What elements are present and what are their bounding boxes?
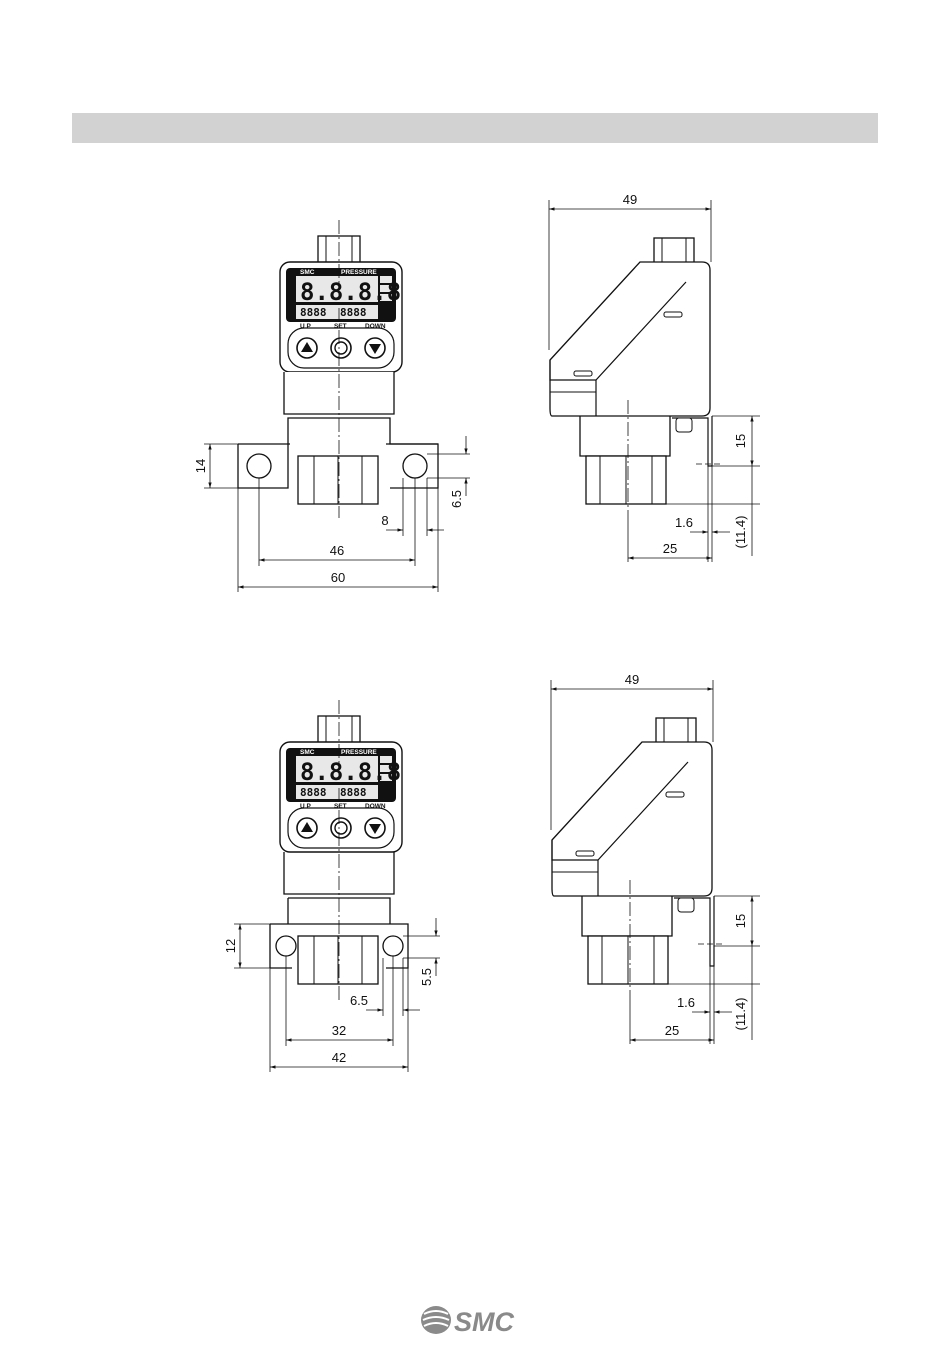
sv2-dim-offset: 25: [665, 1023, 679, 1038]
head2-button-set-label: SET: [334, 803, 347, 810]
head1-display-sub-right: 8888: [340, 306, 367, 319]
sv1-dim-thickness: 1.6: [675, 515, 693, 530]
head1-brand: SMC: [300, 269, 315, 276]
fv2-dim-pitch: 32: [332, 1023, 346, 1038]
head1-button-up-label: U P: [300, 323, 312, 330]
sv2-dim-ref: (11.4): [733, 998, 748, 1031]
fv2-dim-hole-offset: 5.5: [419, 968, 434, 986]
fv2-dim-edge: 6.5: [350, 993, 368, 1008]
head1-button-down-label: DOWN: [365, 323, 386, 330]
sv1-dim-top-width: 49: [623, 192, 637, 207]
fv1-dim-edge: 8: [381, 513, 388, 528]
fv2-dim-width: 42: [332, 1050, 346, 1065]
head2-button-up-label: U P: [300, 803, 312, 810]
head2-display-main: 8.8.8.8: [300, 758, 401, 786]
head2-display-sub-left: 8888: [300, 786, 327, 799]
sv1-dim-ref: (11.4): [733, 516, 748, 549]
head2-model: PRESSURE: [341, 749, 377, 756]
front-view-1: [204, 220, 470, 592]
head1-button-set-label: SET: [334, 323, 347, 330]
head1-display-sub-left: 8888: [300, 306, 327, 319]
sv2-dim-drop: 15: [733, 914, 748, 928]
fv1-dim-width: 60: [331, 570, 345, 585]
front-view-2: [234, 700, 440, 1072]
head2-brand: SMC: [300, 749, 315, 756]
fv1-dim-hole-offset: 6.5: [449, 490, 464, 508]
sv2-dim-thickness: 1.6: [677, 995, 695, 1010]
technical-drawing: SMC PRESSURE 8.8.8.8 8888 8888 U P SET D…: [0, 0, 950, 1300]
head1-model: PRESSURE: [341, 269, 377, 276]
head1-display-main: 8.8.8.8: [300, 278, 401, 306]
sv2-dim-top-width: 49: [625, 672, 639, 687]
side-view-1: [549, 200, 760, 562]
fv2-dim-height: 12: [223, 939, 238, 953]
fv1-dim-height: 14: [193, 459, 208, 473]
sv1-dim-offset: 25: [663, 541, 677, 556]
logo-text: SMC: [454, 1307, 515, 1337]
side-view-2: [551, 680, 760, 1044]
head2-display-sub-right: 8888: [340, 786, 367, 799]
head2-button-down-label: DOWN: [365, 803, 386, 810]
smc-swoosh-icon: [421, 1306, 451, 1334]
smc-logo: SMC: [420, 1302, 530, 1338]
sv1-dim-drop: 15: [733, 434, 748, 448]
fv1-dim-pitch: 46: [330, 543, 344, 558]
